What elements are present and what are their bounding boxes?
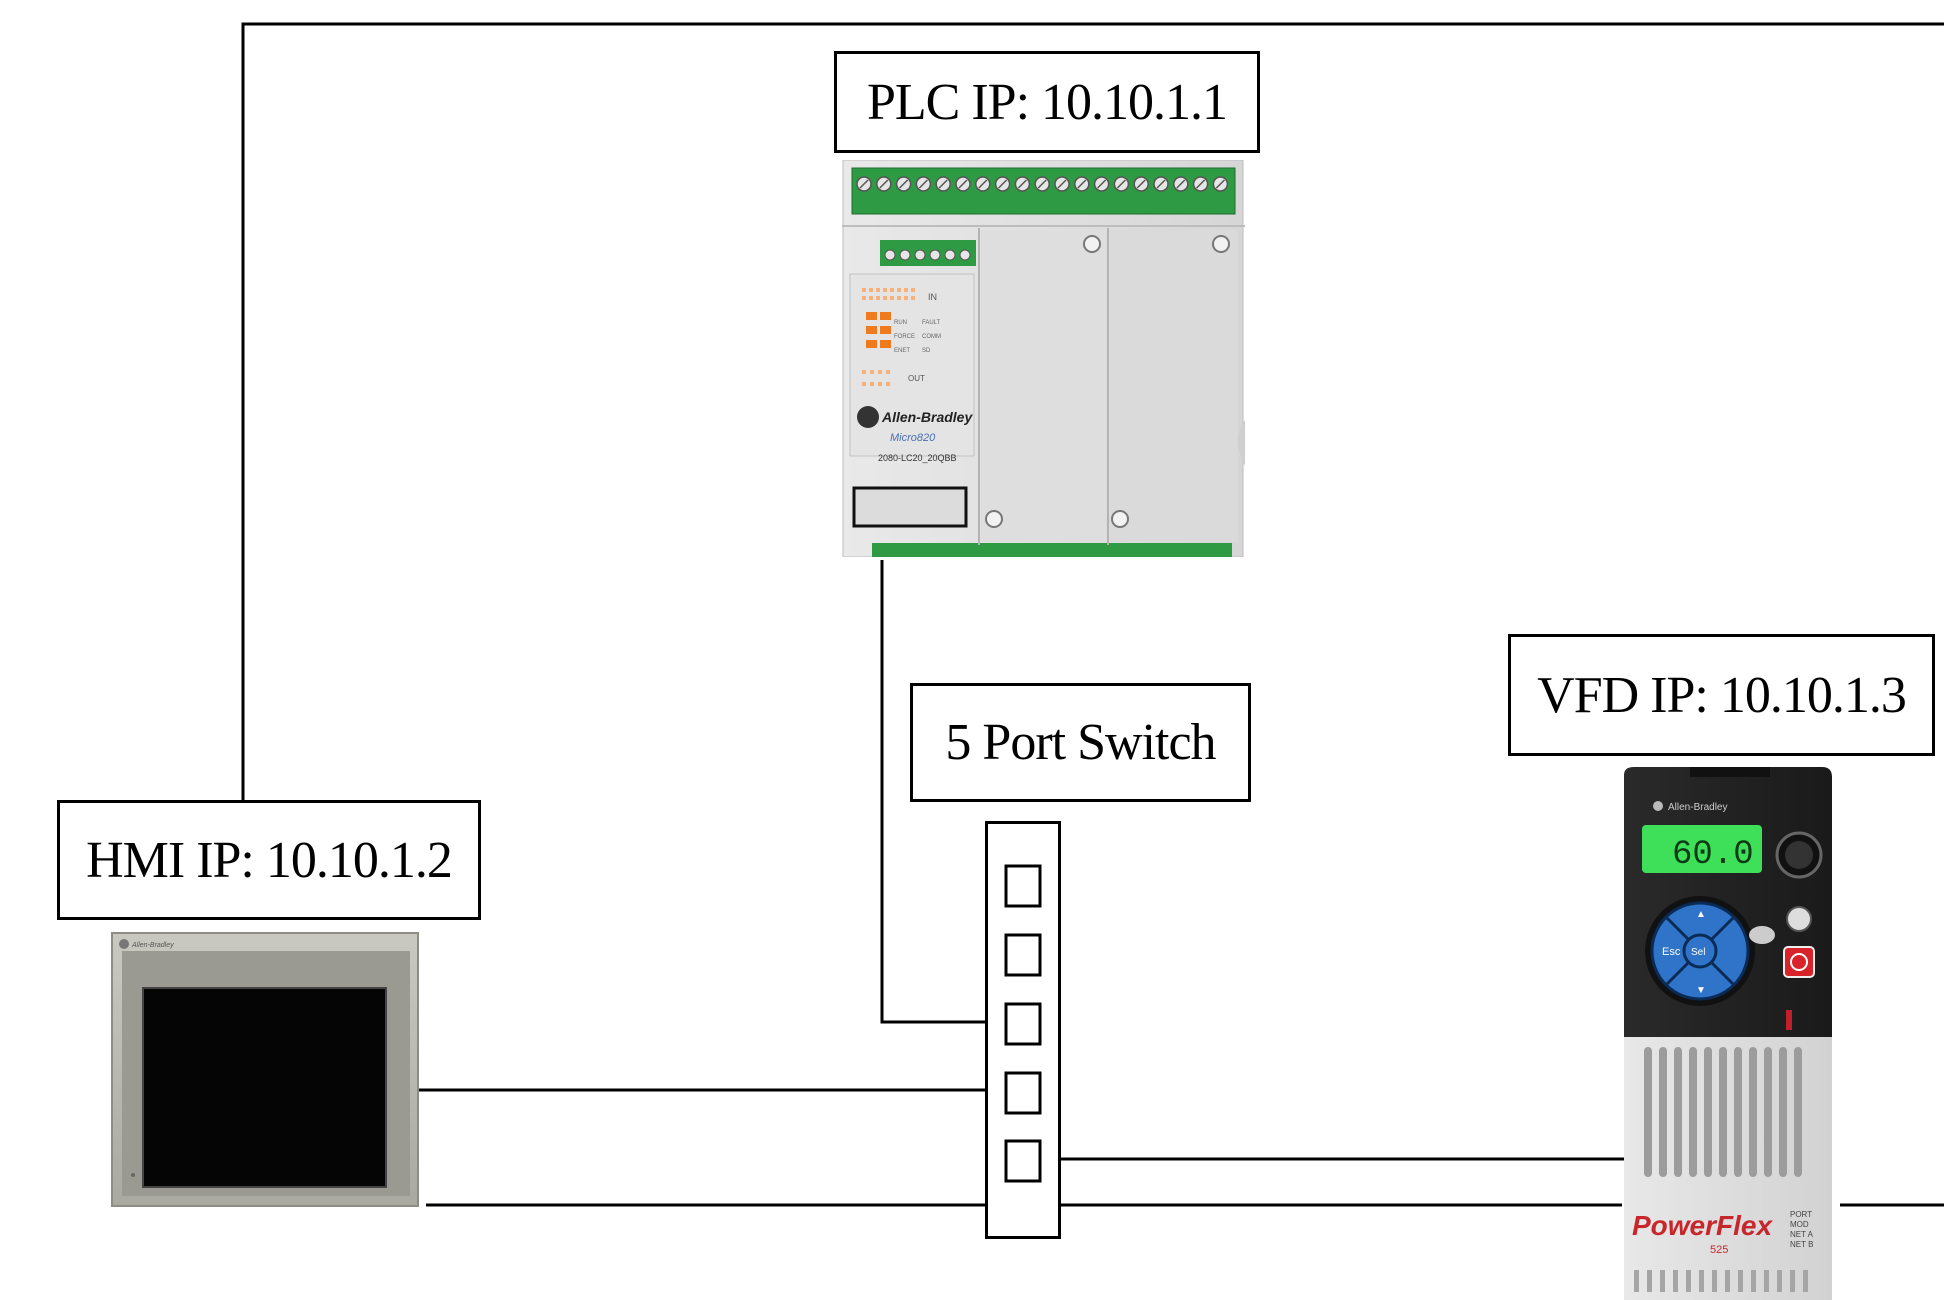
- vfd-status-port: PORT: [1790, 1210, 1812, 1219]
- vfd-sel-button: Sel: [1691, 947, 1705, 958]
- vfd-brand: Allen-Bradley: [1668, 802, 1727, 813]
- vfd-ip-label: VFD IP: 10.10.1.3: [1508, 634, 1935, 756]
- switch-port-2: [1004, 933, 1042, 977]
- vfd-device: Allen-Bradley 60.0 Esc Sel ▲ ▼: [1622, 765, 1834, 1300]
- hmi-ip-label: HMI IP: 10.10.1.2: [57, 800, 481, 920]
- plc-in-label: IN: [928, 292, 937, 302]
- plc-status-comm: COMM: [922, 334, 941, 340]
- status-led: [880, 340, 891, 348]
- vfd-esc-button: Esc: [1662, 946, 1681, 958]
- terminal-screw: [899, 249, 911, 261]
- svg-text:▲: ▲: [1696, 909, 1706, 920]
- plc-status-enet: ENET: [894, 348, 910, 354]
- vfd-start-button: [1786, 906, 1812, 932]
- status-led: [866, 312, 877, 320]
- vfd-lcd-value: 60.0: [1672, 836, 1754, 874]
- status-led: [880, 312, 891, 320]
- vfd-stop-button: [1783, 946, 1815, 978]
- terminal-screw: [929, 249, 941, 261]
- ab-logo-icon: [857, 406, 879, 428]
- hmi-device: Allen-Bradley: [110, 931, 420, 1208]
- terminal-screw: [914, 249, 926, 261]
- hmi-ab-logo-icon: [119, 939, 129, 949]
- switch-label: 5 Port Switch: [910, 683, 1251, 802]
- switch-port-3: [1004, 1002, 1042, 1046]
- vfd-model: 525: [1710, 1244, 1728, 1256]
- wire-top-loop: [241, 22, 1944, 800]
- terminal-screw: [944, 249, 956, 261]
- plc-status-fault: FAULT: [922, 320, 941, 326]
- plc-device: IN RUN FAULT FORCE COMM ENET SD OUT Alle…: [842, 160, 1245, 557]
- status-led: [880, 326, 891, 334]
- vfd-status-mod: MOD: [1790, 1220, 1809, 1229]
- switch-port-1: [1004, 864, 1042, 908]
- hmi-brand: Allen-Bradley: [131, 942, 174, 949]
- plc-out-label: OUT: [908, 374, 925, 383]
- vfd-status-neta: NET A: [1790, 1230, 1814, 1239]
- switch-port-5: [1004, 1139, 1042, 1183]
- terminal-screw: [884, 249, 896, 261]
- plc-label-window: [852, 486, 968, 528]
- plc-status-sd: SD: [922, 348, 931, 354]
- plc-status-force: FORCE: [894, 334, 915, 340]
- svg-text:▼: ▼: [1696, 985, 1706, 996]
- hmi-screen: [142, 987, 387, 1188]
- plc-brand: Allen-Bradley: [881, 409, 973, 425]
- vfd-status-netb: NET B: [1790, 1240, 1813, 1249]
- switch-port-4: [1004, 1071, 1042, 1115]
- status-led: [866, 326, 877, 334]
- network-switch: [985, 821, 1061, 1239]
- plc-status-run: RUN: [894, 320, 907, 326]
- plc-bottom-terminal: [872, 543, 1232, 557]
- vfd-warning-icon: [1786, 1010, 1792, 1030]
- plc-model: Micro820: [890, 432, 936, 444]
- plc-ip-label: PLC IP: 10.10.1.1: [834, 51, 1260, 153]
- terminal-screw: [959, 249, 971, 261]
- plc-catalog: 2080-LC20_20QBB: [878, 453, 957, 463]
- vfd-lcd: [1642, 825, 1762, 873]
- vfd-logo: PowerFlex: [1632, 1210, 1773, 1241]
- status-led: [866, 340, 877, 348]
- wire-plc-to-switch: [880, 560, 1006, 1024]
